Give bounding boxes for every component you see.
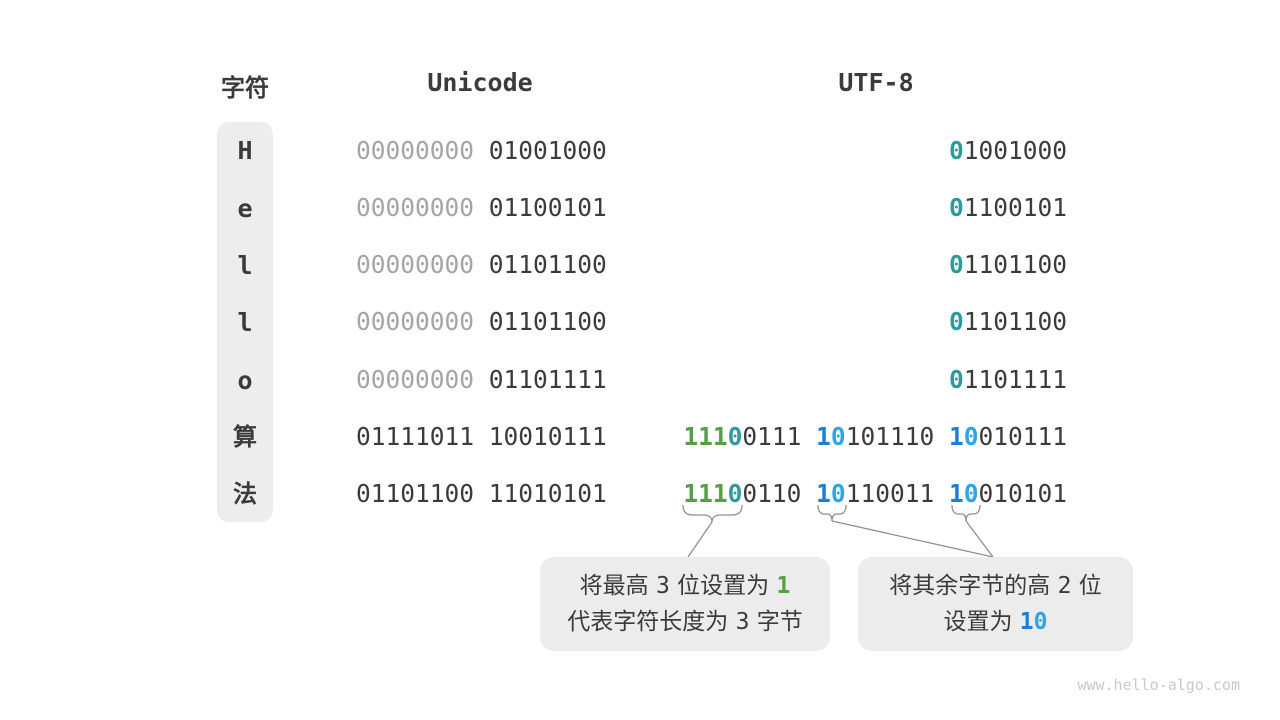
bit-segment: 设置为 bbox=[943, 609, 1020, 635]
character-cell: 算 bbox=[233, 423, 257, 452]
watermark: www.hello-algo.com bbox=[1077, 676, 1240, 694]
character-cell: H bbox=[237, 136, 253, 166]
bit-segment-blue0: 0 bbox=[1033, 609, 1048, 635]
character-cell: l bbox=[237, 308, 253, 338]
bit-segment-green: 111 bbox=[683, 478, 728, 508]
bit-segment-teal: 0 bbox=[948, 307, 964, 337]
connector-line-right bbox=[965, 520, 994, 558]
bit-segment-dark: 1101100 bbox=[963, 250, 1067, 280]
callout-text-line: 将其余字节的高 2 位 bbox=[889, 568, 1101, 604]
unicode-binary-row: 00000000 01101111 bbox=[356, 367, 607, 392]
bit-segment-gray: 00000000 bbox=[356, 364, 475, 394]
bit-segment-dark: 0110 bbox=[742, 478, 817, 508]
bit-segment-teal: 0 bbox=[948, 193, 964, 223]
bit-segment-blue0: 0 bbox=[963, 421, 979, 451]
bit-segment-blue1: 1 bbox=[948, 421, 964, 451]
unicode-binary-row: 00000000 01100101 bbox=[356, 195, 607, 220]
bit-segment-dark: 01101111 bbox=[474, 364, 607, 394]
bit-segment-dark: 110011 bbox=[845, 478, 949, 508]
connector-line-mid bbox=[831, 520, 994, 558]
bit-segment: 代表字符长度为 bbox=[567, 609, 736, 635]
bit-segment-dark: 01101100 bbox=[474, 307, 607, 337]
bit-segment-gray: 00000000 bbox=[356, 250, 475, 280]
bit-segment-teal: 0 bbox=[727, 478, 743, 508]
unicode-binary-row: 00000000 01101100 bbox=[356, 309, 607, 334]
bit-segment-dark: 101110 bbox=[845, 421, 949, 451]
bit-segment-dark: 1101100 bbox=[963, 307, 1067, 337]
bit-segment: 位 bbox=[1071, 573, 1102, 599]
bit-segment-dark: 0111 bbox=[742, 421, 817, 451]
bit-segment-teal: 0 bbox=[948, 136, 964, 166]
character-cell: e bbox=[237, 193, 253, 223]
unicode-binary-row: 01111011 10010111 bbox=[356, 424, 607, 449]
bit-segment-dark: 01100101 bbox=[474, 193, 607, 223]
utf8-binary-row: 01001000 bbox=[949, 138, 1067, 163]
bit-segment-blue1: 1 bbox=[816, 478, 831, 508]
bit-segment: 将最高 bbox=[579, 573, 656, 599]
bit-segment-blue1: 1 bbox=[948, 478, 964, 508]
connector-line-left bbox=[687, 521, 713, 558]
character-cell: l bbox=[237, 251, 253, 281]
bit-segment: 3 bbox=[655, 573, 670, 599]
bit-segment-dark: 1001000 bbox=[963, 136, 1067, 166]
bit-segment-dark: 010111 bbox=[978, 421, 1067, 451]
bit-segment-blue0: 0 bbox=[963, 478, 979, 508]
bit-segment: 2 bbox=[1057, 573, 1072, 599]
character-cell: 法 bbox=[233, 479, 257, 508]
bit-segment-gray: 00000000 bbox=[356, 193, 475, 223]
bit-segment-dark: 01101100 11010101 bbox=[356, 478, 607, 508]
callout-text-line: 代表字符长度为 3 字节 bbox=[567, 604, 802, 640]
utf8-binary-row: 01101100 bbox=[949, 252, 1067, 277]
bit-segment-teal: 0 bbox=[727, 421, 743, 451]
bit-segment-green: 1 bbox=[776, 573, 791, 599]
bit-segment: 3 bbox=[735, 609, 750, 635]
bit-segment-gray: 00000000 bbox=[356, 307, 475, 337]
callout-text-line: 设置为 10 bbox=[943, 604, 1047, 640]
utf8-binary-row: 01101100 bbox=[949, 309, 1067, 334]
bit-segment-dark: 01001000 bbox=[474, 136, 607, 166]
utf8-binary-row: 01100101 bbox=[949, 195, 1067, 220]
unicode-binary-row: 00000000 01101100 bbox=[356, 252, 607, 277]
bit-segment-dark: 01111011 10010111 bbox=[356, 421, 607, 451]
bit-segment-blue1: 1 bbox=[1019, 609, 1034, 635]
bit-segment-dark: 1100101 bbox=[963, 193, 1067, 223]
bit-segment-blue0: 0 bbox=[830, 478, 846, 508]
bit-segment: 位设置为 bbox=[669, 573, 777, 599]
unicode-column-header: Unicode bbox=[427, 68, 533, 97]
bit-segment-dark: 1101111 bbox=[963, 364, 1067, 394]
bit-segment-gray: 00000000 bbox=[356, 136, 475, 166]
char-column-header: 字符 bbox=[221, 74, 269, 102]
bit-segment-green: 111 bbox=[683, 421, 728, 451]
unicode-binary-row: 00000000 01001000 bbox=[356, 138, 607, 163]
bit-segment-dark: 01101100 bbox=[474, 250, 607, 280]
unicode-binary-row: 01101100 11010101 bbox=[356, 481, 607, 506]
utf8-binary-row: 11100111 10101110 10010111 bbox=[683, 424, 1067, 449]
bit-segment-teal: 0 bbox=[948, 250, 964, 280]
utf8-binary-row: 01101111 bbox=[949, 367, 1067, 392]
bit-segment-teal: 0 bbox=[948, 364, 964, 394]
bit-segment: 将其余字节的高 bbox=[889, 573, 1058, 599]
bit-segment-dark: 010101 bbox=[978, 478, 1067, 508]
bit-segment-blue1: 1 bbox=[816, 421, 831, 451]
utf8-binary-row: 11100110 10110011 10010101 bbox=[683, 481, 1067, 506]
bit-segment-blue0: 0 bbox=[830, 421, 846, 451]
callout-text-line: 将最高 3 位设置为 1 bbox=[580, 568, 791, 604]
character-cell: o bbox=[237, 365, 253, 395]
bit-segment: 字节 bbox=[749, 609, 803, 635]
callout-continuation-bits: 将其余字节的高 2 位设置为 10 bbox=[858, 557, 1133, 651]
utf8-column-header: UTF-8 bbox=[838, 68, 914, 97]
